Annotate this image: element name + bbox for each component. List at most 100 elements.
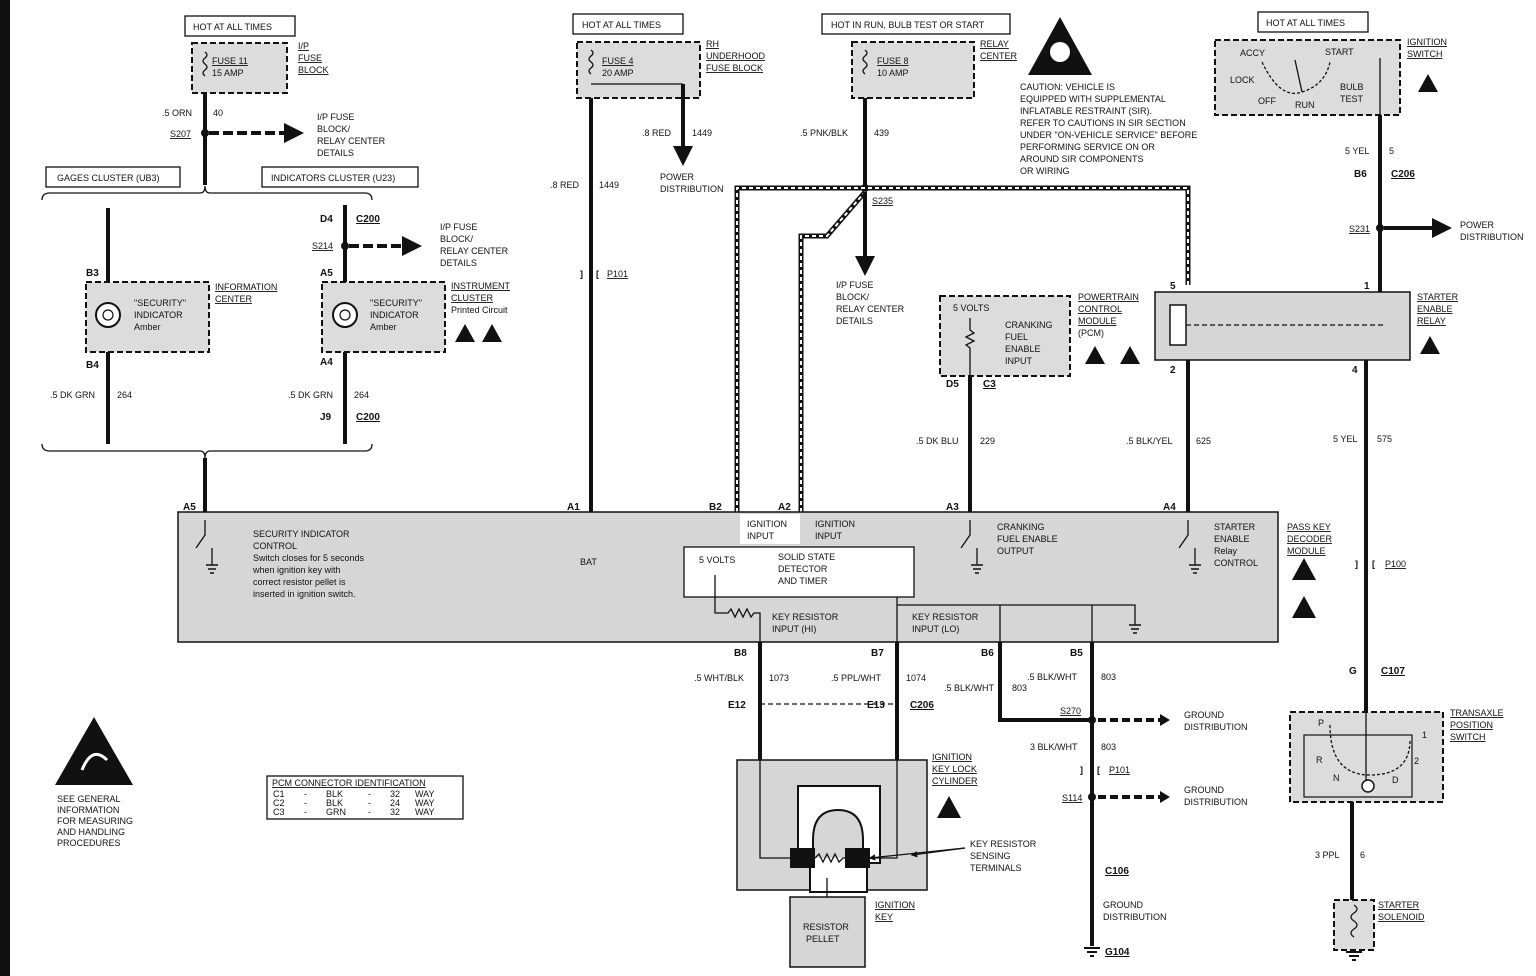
- ipfuse-detail-label: I/P FUSE: [440, 222, 477, 232]
- esd-note: SEE GENERAL: [57, 794, 121, 804]
- sec-ind-desc: Switch closes for 5 seconds: [253, 553, 365, 563]
- wire-number: 264: [117, 390, 132, 400]
- wire-number: 439: [874, 128, 889, 138]
- pin-b6: B6: [1354, 169, 1367, 180]
- wire-number: 803: [1101, 672, 1116, 682]
- transaxle-pos: P: [1318, 718, 1324, 728]
- fuse-4-amp: 20 AMP: [602, 68, 634, 78]
- key-res-lo-label: INPUT (LO): [912, 624, 959, 634]
- gages-cluster-label: GAGES CLUSTER (UB3): [57, 173, 160, 183]
- ign-input-label: IGNITION: [815, 519, 855, 529]
- splice-s231: S231: [1349, 224, 1370, 234]
- fuse-block-label: FUSE: [298, 53, 322, 63]
- pass-key-label: PASS KEY: [1287, 522, 1331, 532]
- key-res-sense-label: TERMINALS: [970, 863, 1022, 873]
- power-dist-label: DISTRIBUTION: [1460, 232, 1524, 242]
- pin-b6: B6: [981, 648, 994, 659]
- security-indicator-label: INDICATOR: [134, 310, 183, 320]
- pin-2: 2: [1170, 365, 1176, 376]
- pin-d5: D5: [946, 379, 959, 390]
- wire-gauge: .5 PPL/WHT: [831, 673, 882, 683]
- ground-dist-label: GROUND: [1103, 900, 1143, 910]
- fuse-11-amp: 15 AMP: [212, 68, 244, 78]
- instrument-cluster-label: CLUSTER: [451, 293, 494, 303]
- connector-p101: P101: [1109, 765, 1130, 775]
- caution-text: UNDER "ON-VEHICLE SERVICE" BEFORE: [1020, 130, 1197, 140]
- hot-label-ign: HOT AT ALL TIMES: [1266, 18, 1345, 28]
- printed-circuit-label: Printed Circuit: [451, 305, 508, 315]
- ign-key-lock-label: KEY LOCK: [932, 764, 977, 774]
- ipfuse-detail-label: DETAILS: [836, 316, 873, 326]
- caution-text: REFER TO CAUTIONS IN SIR SECTION: [1020, 118, 1186, 128]
- ignition-key-label: KEY: [875, 912, 893, 922]
- ipfuse-detail-label: BLOCK/: [317, 124, 351, 134]
- pcm-inner-label: FUEL: [1005, 332, 1028, 342]
- connector-c106: C106: [1105, 866, 1129, 877]
- pin-b2: B2: [709, 502, 722, 513]
- pin-b3: B3: [86, 268, 99, 279]
- wire-gauge: .5 DK BLU: [916, 436, 959, 446]
- wire-gauge: .5 BLK/WHT: [1027, 672, 1078, 682]
- key-res-lo-label: KEY RESISTOR: [912, 612, 979, 622]
- bat-label: BAT: [580, 557, 597, 567]
- svg-text:BLK: BLK: [326, 789, 343, 799]
- esd-icon: [455, 324, 475, 342]
- key-res-hi-label: INPUT (HI): [772, 624, 816, 634]
- svg-text:GRN: GRN: [326, 807, 346, 817]
- splice-s207: S207: [170, 129, 191, 139]
- ign-pos-label: TEST: [1340, 94, 1364, 104]
- wire-gauge: .5 DK GRN: [50, 390, 95, 400]
- cranking-out-label: OUTPUT: [997, 546, 1035, 556]
- starter-ctrl-label: STARTER: [1214, 522, 1256, 532]
- splice-s214: S214: [312, 241, 333, 251]
- wire-number: 40: [213, 108, 223, 118]
- starter-ctrl-label: Relay: [1214, 546, 1238, 556]
- pin-a4: A4: [1163, 502, 1176, 513]
- cranking-out-label: FUEL ENABLE: [997, 534, 1058, 544]
- svg-text:32: 32: [390, 807, 400, 817]
- splice-s114: S114: [1062, 793, 1082, 803]
- solid-state-label: SOLID STATE: [778, 552, 835, 562]
- starter-relay-label: ENABLE: [1417, 304, 1453, 314]
- fuse-block-label: RH: [706, 39, 719, 49]
- pcm-label: MODULE: [1078, 316, 1117, 326]
- pin-1: 1: [1364, 281, 1370, 292]
- esd-note: INFORMATION: [57, 805, 119, 815]
- pin-4: 4: [1352, 365, 1358, 376]
- pin-a5: A5: [183, 502, 196, 513]
- wire-gauge: .5 BLK/WHT: [944, 683, 995, 693]
- svg-text:WAY: WAY: [415, 798, 435, 808]
- fuse-8-box: [851, 41, 975, 99]
- pin-a5: A5: [320, 268, 333, 279]
- connector-c206: C206: [1391, 169, 1415, 180]
- fuse-block-label: BLOCK: [298, 65, 329, 75]
- svg-text:-: -: [304, 807, 307, 817]
- hot-label-run: HOT IN RUN, BULB TEST OR START: [831, 20, 985, 30]
- fuse-block-label: FUSE BLOCK: [706, 63, 763, 73]
- sec-ind-desc: when ignition key with: [252, 565, 341, 575]
- caution-text: AROUND SIR COMPONENTS: [1020, 154, 1144, 164]
- fuse-8-name: FUSE 8: [877, 56, 909, 66]
- security-indicator-label: "SECURITY": [370, 298, 422, 308]
- wire-gauge: .5 DK GRN: [288, 390, 333, 400]
- ign-input-label: IGNITION: [747, 519, 787, 529]
- transaxle-label: TRANSAXLE: [1450, 708, 1504, 718]
- power-dist-label: POWER: [660, 172, 695, 182]
- pcm-label: (PCM): [1078, 328, 1104, 338]
- caution-text: OR WIRING: [1020, 166, 1070, 176]
- svg-text:]: ]: [1080, 765, 1083, 775]
- security-indicator-lamp-2: [332, 302, 358, 328]
- svg-text:-: -: [304, 789, 307, 799]
- ground-icon: [1084, 947, 1100, 957]
- transaxle-pos: 2: [1414, 756, 1419, 766]
- ign-key-lock-label: IGNITION: [932, 752, 972, 762]
- wire-number: 803: [1012, 683, 1027, 693]
- svg-text:C3: C3: [273, 807, 285, 817]
- solid-state-label: 5 VOLTS: [699, 555, 735, 565]
- esd-note: PROCEDURES: [57, 838, 121, 848]
- svg-text:WAY: WAY: [415, 789, 435, 799]
- wire-number: 1074: [906, 673, 926, 683]
- fuse-block-label: CENTER: [980, 51, 1018, 61]
